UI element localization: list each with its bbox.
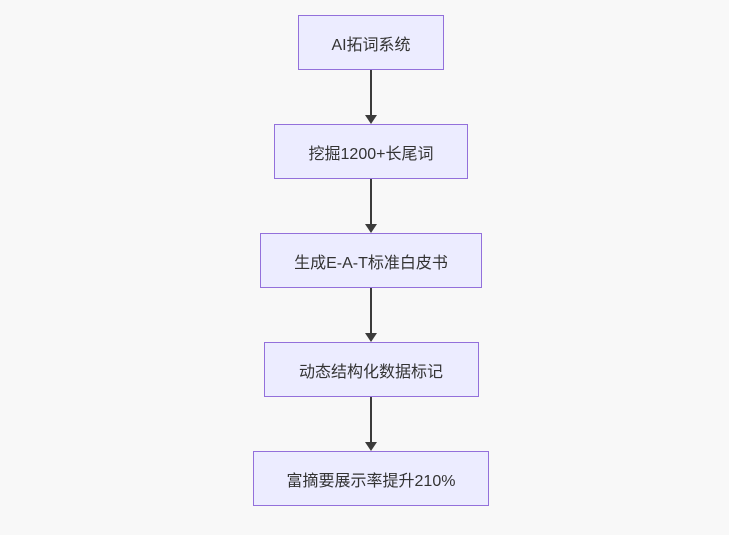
flow-edge-4 bbox=[365, 397, 377, 451]
arrow-line bbox=[370, 288, 372, 333]
node-label: 挖掘1200+长尾词 bbox=[308, 145, 434, 163]
flow-node-longtail-keyword-mining: 挖掘1200+长尾词 bbox=[274, 124, 468, 179]
flow-node-rich-snippet-rate-result: 富摘要展示率提升210% bbox=[253, 451, 489, 506]
arrow-line bbox=[370, 179, 372, 224]
flow-edge-3 bbox=[365, 288, 377, 342]
node-label: 富摘要展示率提升210% bbox=[286, 472, 456, 490]
arrowhead-down-icon bbox=[365, 333, 377, 342]
arrowhead-down-icon bbox=[365, 442, 377, 451]
flow-edge-2 bbox=[365, 179, 377, 233]
arrow-line bbox=[370, 70, 372, 115]
flow-node-ai-word-expansion-system: AI拓词系统 bbox=[298, 15, 444, 70]
node-label: AI拓词系统 bbox=[331, 36, 411, 54]
flow-edge-1 bbox=[365, 70, 377, 124]
arrow-line bbox=[370, 397, 372, 442]
arrowhead-down-icon bbox=[365, 115, 377, 124]
flow-node-dynamic-structured-data-markup: 动态结构化数据标记 bbox=[263, 342, 479, 397]
node-label: 生成E-A-T标准白皮书 bbox=[294, 254, 448, 272]
node-label: 动态结构化数据标记 bbox=[298, 363, 443, 381]
flowchart: AI拓词系统 挖掘1200+长尾词 生成E-A-T标准白皮书 动态结构化数据标记… bbox=[253, 15, 489, 506]
flow-node-eat-whitepaper-generation: 生成E-A-T标准白皮书 bbox=[260, 233, 482, 288]
arrowhead-down-icon bbox=[365, 224, 377, 233]
